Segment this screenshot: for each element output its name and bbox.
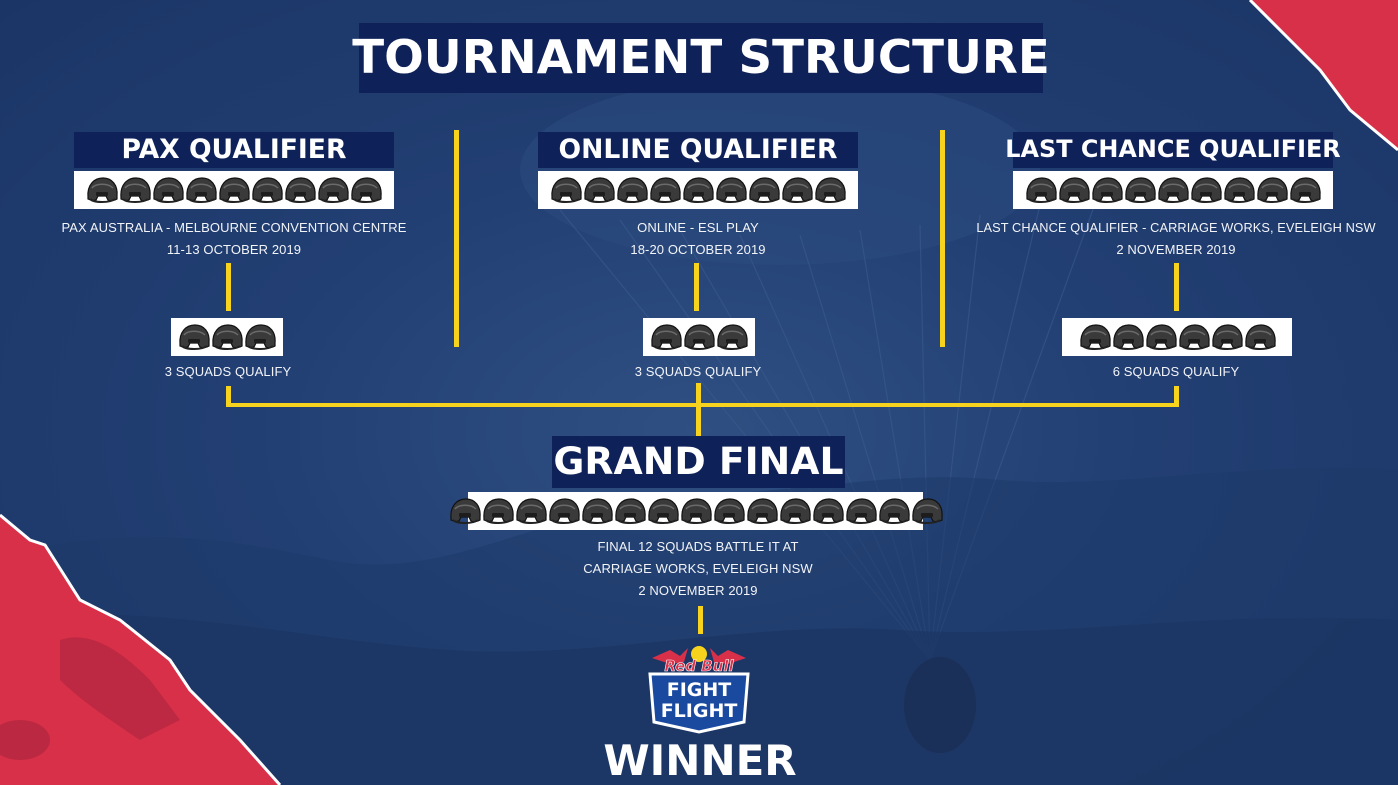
helmet-icon xyxy=(746,175,782,205)
helmet-icon xyxy=(150,175,186,205)
helmet-icon xyxy=(647,175,683,205)
logo-flight-text: FLIGHT xyxy=(661,700,738,722)
last-chance-connector xyxy=(1174,263,1179,311)
grand-final-title: GRAND FINAL xyxy=(552,436,845,488)
bracket-left-drop xyxy=(226,386,231,406)
helmet-icon xyxy=(714,322,750,352)
online-qualify-helmets xyxy=(643,318,755,356)
last-chance-qualify-helmets xyxy=(1062,318,1292,356)
helmet-icon xyxy=(680,175,716,205)
online-qualifier-venue: ONLINE - ESL PLAY xyxy=(637,220,759,235)
helmet-icon xyxy=(678,496,714,526)
helmet-icon xyxy=(183,175,219,205)
helmet-icon xyxy=(447,496,483,526)
helmet-icon xyxy=(282,175,318,205)
helmet-icon xyxy=(1089,175,1125,205)
helmet-icon xyxy=(1287,175,1323,205)
helmet-icon xyxy=(1209,322,1245,352)
helmet-icon xyxy=(1077,322,1113,352)
helmet-icon xyxy=(645,496,681,526)
logo-fight-text: FIGHT xyxy=(667,679,732,701)
helmet-icon xyxy=(744,496,780,526)
helmet-icon xyxy=(209,322,245,352)
last-chance-qualify-label: 6 SQUADS QUALIFY xyxy=(1112,364,1240,379)
helmet-icon xyxy=(480,496,516,526)
online-qualifier-date: 18-20 OCTOBER 2019 xyxy=(630,242,766,257)
divider-left xyxy=(454,130,459,347)
grand-final-line2: CARRIAGE WORKS, EVELEIGH NSW xyxy=(583,561,813,576)
helmet-icon xyxy=(1023,175,1059,205)
helmet-icon xyxy=(1188,175,1224,205)
page-title: TOURNAMENT STRUCTURE xyxy=(352,23,1050,93)
helmet-icon xyxy=(249,175,285,205)
bracket-horizontal xyxy=(226,403,1179,407)
helmet-icon xyxy=(812,175,848,205)
pax-qualifier-helmets xyxy=(74,171,394,209)
helmet-icon xyxy=(648,322,684,352)
helmet-icon xyxy=(1122,175,1158,205)
last-chance-qualifier-title: LAST CHANCE QUALIFIER xyxy=(1005,132,1341,168)
helmet-icon xyxy=(216,175,252,205)
helmet-icon xyxy=(777,496,813,526)
last-chance-qualifier-helmets xyxy=(1013,171,1333,209)
helmet-icon xyxy=(1176,322,1212,352)
pax-qualifier-venue: PAX AUSTRALIA - MELBOURNE CONVENTION CEN… xyxy=(61,220,407,235)
helmet-icon xyxy=(1242,322,1278,352)
helmet-icon xyxy=(1221,175,1257,205)
online-connector xyxy=(694,263,699,311)
helmet-icon xyxy=(614,175,650,205)
helmet-icon xyxy=(711,496,747,526)
helmet-icon xyxy=(581,175,617,205)
online-qualify-label: 3 SQUADS QUALIFY xyxy=(634,364,762,379)
helmet-icon xyxy=(348,175,384,205)
helmet-icon xyxy=(242,322,278,352)
red-bull-fight-flight-logo: Red Bull FIGHT FLIGHT xyxy=(648,646,750,734)
online-qualifier-title: ONLINE QUALIFIER xyxy=(538,132,858,168)
divider-right xyxy=(940,130,945,347)
pax-qualifier-title: PAX QUALIFIER xyxy=(74,132,394,168)
grand-final-line1: FINAL 12 SQUADS BATTLE IT AT xyxy=(597,539,799,554)
helmet-icon xyxy=(176,322,212,352)
grand-final-line3: 2 NOVEMBER 2019 xyxy=(638,583,758,598)
helmet-icon xyxy=(1155,175,1191,205)
pax-qualifier-date: 11-13 OCTOBER 2019 xyxy=(166,242,302,257)
last-chance-qualifier-date: 2 NOVEMBER 2019 xyxy=(1116,242,1236,257)
pax-connector xyxy=(226,263,231,311)
online-qualifier-helmets xyxy=(538,171,858,209)
helmet-icon xyxy=(315,175,351,205)
bracket-right-drop xyxy=(1174,386,1179,406)
last-chance-qualifier-venue: LAST CHANCE QUALIFIER - CARRIAGE WORKS, … xyxy=(976,220,1376,235)
helmet-icon xyxy=(876,496,912,526)
helmet-icon xyxy=(681,322,717,352)
helmet-icon xyxy=(513,496,549,526)
helmet-icon xyxy=(810,496,846,526)
helmet-icon xyxy=(612,496,648,526)
helmet-icon xyxy=(1254,175,1290,205)
pax-qualify-helmets xyxy=(171,318,283,356)
helmet-icon xyxy=(1143,322,1179,352)
logo-redbull-text: Red Bull xyxy=(664,657,734,675)
helmet-icon xyxy=(579,496,615,526)
helmet-icon xyxy=(1056,175,1092,205)
pax-qualify-label: 3 SQUADS QUALIFY xyxy=(164,364,292,379)
helmet-icon xyxy=(548,175,584,205)
bracket-center-drop xyxy=(696,383,701,436)
helmet-icon xyxy=(84,175,120,205)
helmet-icon xyxy=(1110,322,1146,352)
helmet-icon xyxy=(117,175,153,205)
helmet-icon xyxy=(843,496,879,526)
helmet-icon xyxy=(909,496,945,526)
winner-connector xyxy=(698,606,703,634)
helmet-icon xyxy=(779,175,815,205)
helmet-icon xyxy=(546,496,582,526)
grand-final-helmets xyxy=(449,492,943,530)
helmet-icon xyxy=(713,175,749,205)
winner-label: WINNER xyxy=(603,736,797,785)
